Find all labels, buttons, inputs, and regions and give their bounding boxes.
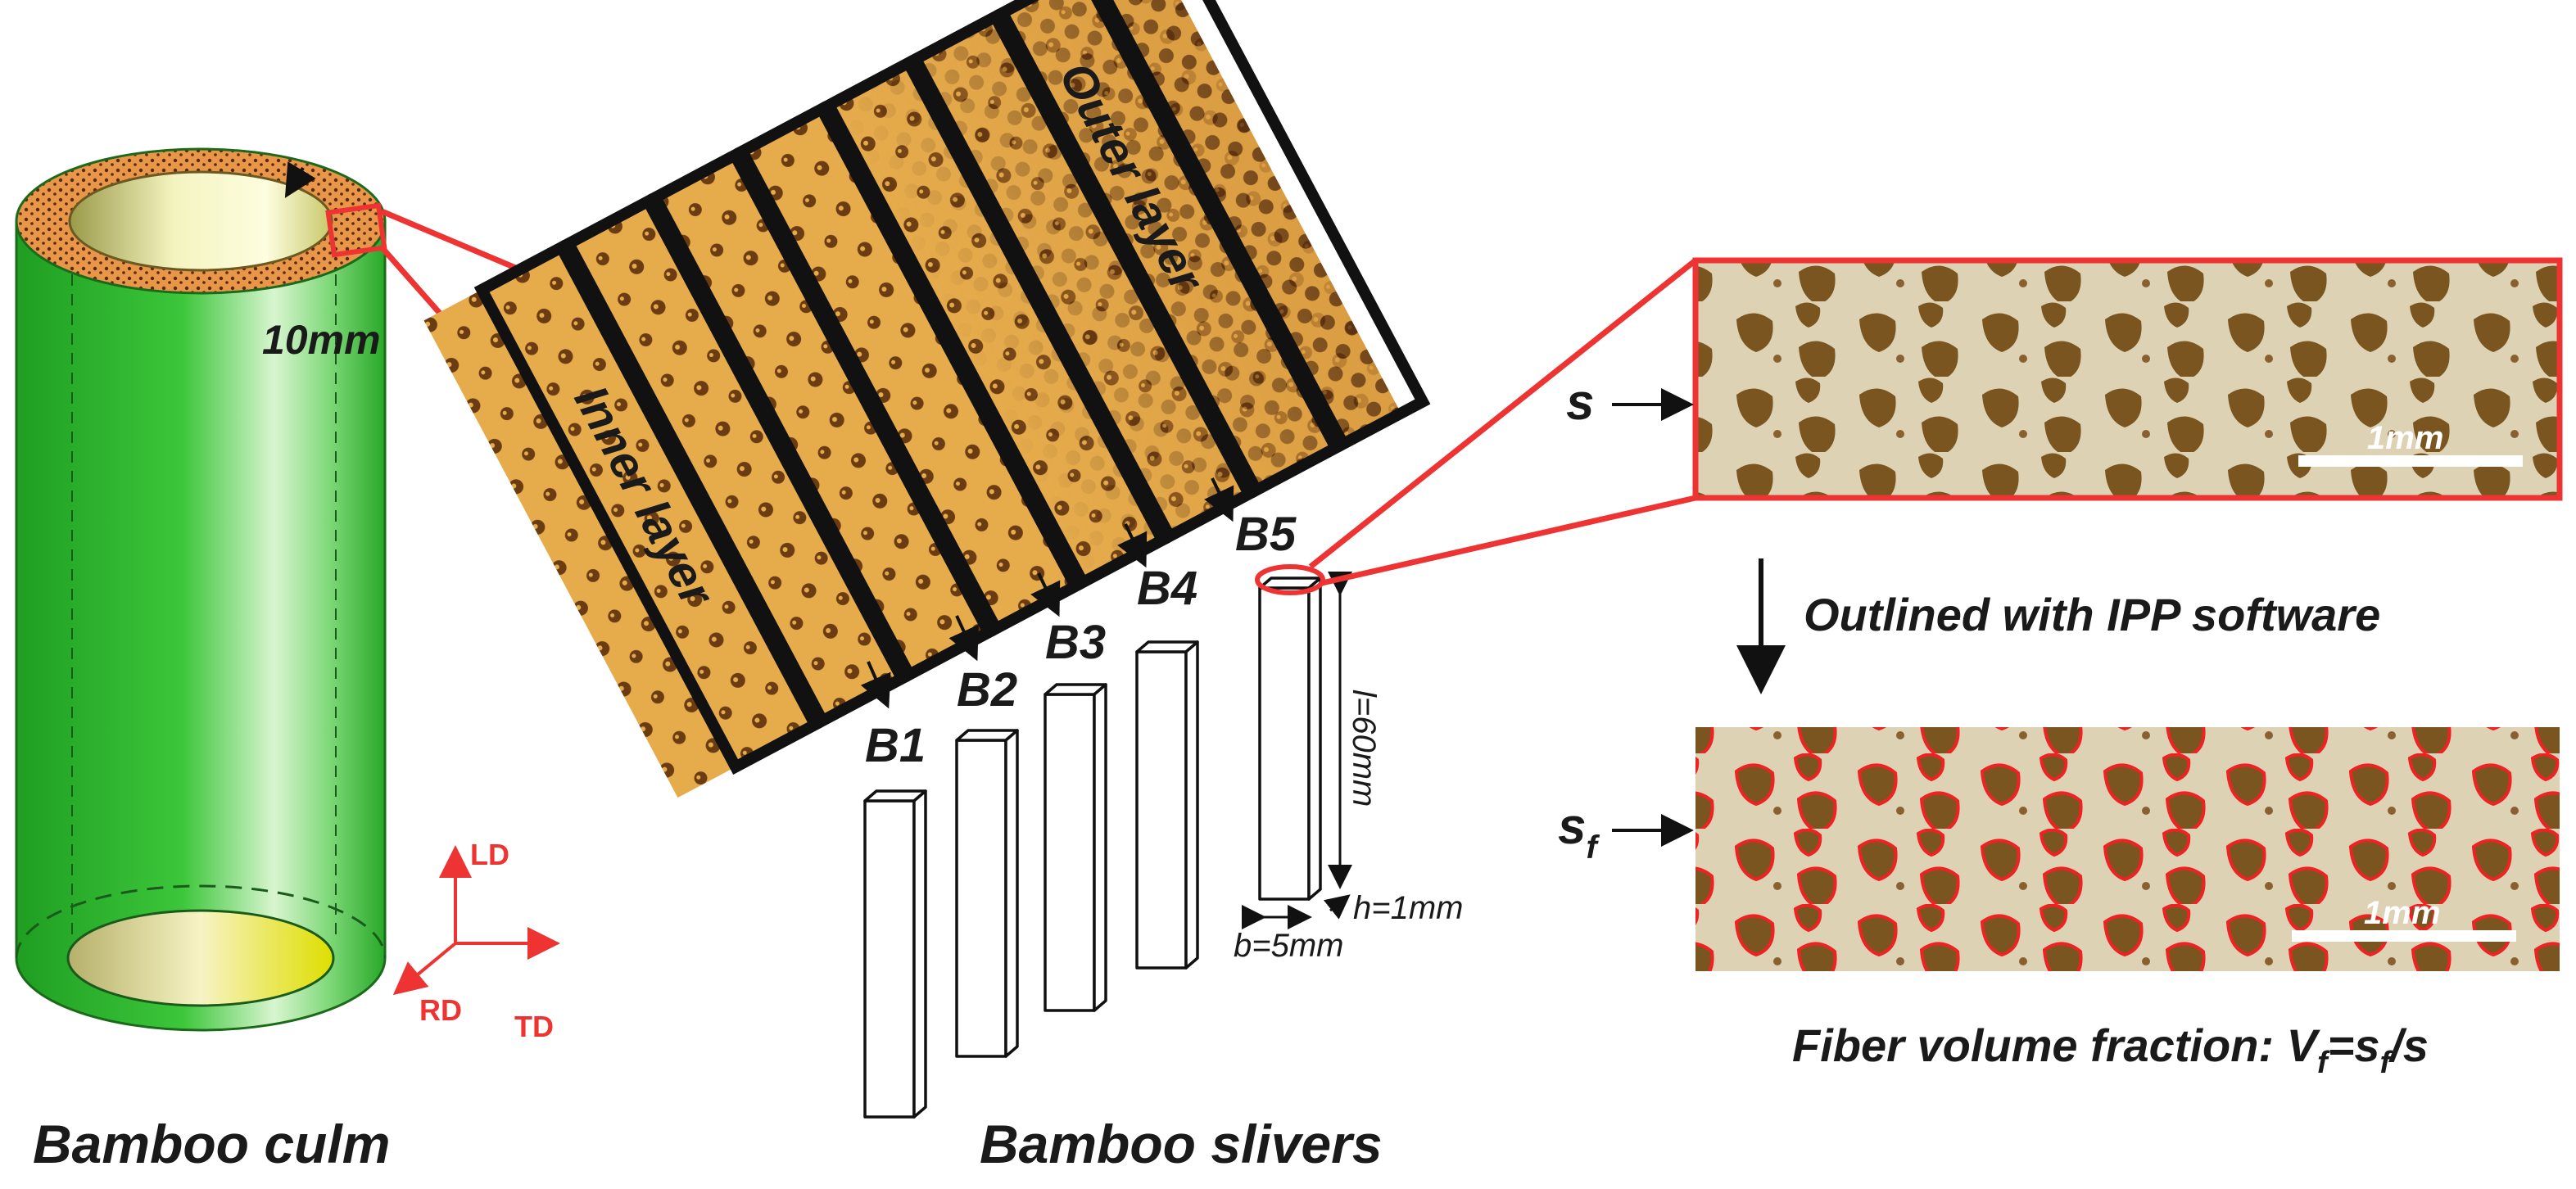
culm-thickness-label: 10mm <box>262 317 381 363</box>
sliver-b3-side <box>1093 683 1107 1012</box>
sliver-b5 <box>1258 576 1322 901</box>
sliver-b3-front <box>1044 693 1096 1012</box>
micro-sf-sub: f <box>1586 830 1600 866</box>
scale-label-top: 1mm <box>2367 420 2443 456</box>
sliver-label-b3: B3 <box>1045 616 1106 669</box>
scale-bar-bottom <box>2292 930 2516 942</box>
culm-bottom-hole <box>66 909 335 1007</box>
sliver-b2-side <box>1004 729 1019 1058</box>
coordinate-axes <box>392 845 560 996</box>
sliver-b1-side <box>912 789 927 1119</box>
scale-label-bottom: 1mm <box>2364 895 2440 931</box>
culm-body <box>15 219 387 1032</box>
sliver-length-label: l=60mm <box>1346 689 1382 807</box>
axis-label-ld: LD <box>470 838 509 871</box>
sliver-b5-front <box>1258 586 1311 901</box>
culm-caption: Bamboo culm <box>33 1114 390 1174</box>
strip-arrow-b3 <box>1030 572 1061 617</box>
slice-strip-7 <box>994 0 1344 498</box>
sliver-label-b4: B4 <box>1137 562 1197 615</box>
culm-sample-box <box>325 202 387 258</box>
thickness-dimension-line <box>1323 894 1351 920</box>
sliver-b1 <box>863 789 927 1119</box>
sliver-b4 <box>1135 640 1199 970</box>
zoom-line-micro-top <box>1308 258 1698 569</box>
micrograph-outlined: 1mm <box>1695 727 2560 971</box>
strip-arrow-b4 <box>1117 523 1148 568</box>
formula-sub2: f <box>2380 1046 2393 1080</box>
sliver-label-b2: B2 <box>957 663 1017 717</box>
sliver-label-b5: B5 <box>1235 508 1297 561</box>
micro-sf-label: sf <box>1558 798 1600 866</box>
sliver-thickness-label: h=1mm <box>1353 890 1464 926</box>
slice-strip-8 <box>1081 0 1431 452</box>
sliver-labels: B1 B2 B3 B4 B5 <box>865 508 1297 772</box>
micro-sf-main: s <box>1558 798 1586 855</box>
zoom-line-micro-bottom <box>1321 495 1696 586</box>
sliver-b3 <box>1044 683 1107 1012</box>
axis-label-rd: RD <box>419 993 462 1027</box>
scale-bar-top <box>2298 455 2523 467</box>
sliver-dimensions <box>1242 572 1352 929</box>
formula-sub1: f <box>2317 1046 2330 1080</box>
culm-inner-hidden-edge <box>15 884 387 959</box>
axis-label-td: TD <box>514 1010 554 1043</box>
formula-suffix: /s <box>2388 1019 2429 1071</box>
strip-arrow-b5 <box>1204 477 1234 522</box>
strip-arrows <box>860 477 1234 709</box>
bamboo-culm: 10mm <box>15 147 387 1032</box>
slivers-caption: Bamboo slivers <box>980 1114 1383 1174</box>
culm-thickness-arrow <box>284 161 316 198</box>
sliver-label-b1: B1 <box>865 719 926 772</box>
axis-rd <box>392 942 457 996</box>
sliver-b4-side <box>1184 640 1199 970</box>
slice-strip-1 <box>473 239 823 775</box>
sliver-width-label: b=5mm <box>1234 928 1344 964</box>
sliver-b2-front <box>955 739 1007 1058</box>
micro-s-label: s <box>1566 374 1594 431</box>
sliver-b1-front <box>863 799 916 1119</box>
micrograph-original: 1mm <box>1692 257 2563 501</box>
process-label: Outlined with IPP software <box>1804 589 2380 640</box>
sliver-b4-front <box>1135 650 1188 970</box>
formula-eq: =s <box>2328 1019 2380 1071</box>
bamboo-slivers <box>863 576 1322 1119</box>
sliver-b5-side <box>1307 576 1322 901</box>
strip-arrow-b1 <box>860 661 891 709</box>
formula-prefix: Fiber volume fraction: V <box>1792 1019 2321 1071</box>
slice-outer-density <box>423 0 1401 798</box>
strip-arrow-b2 <box>948 615 979 662</box>
fiber-volume-formula: Fiber volume fraction: Vf=sf/s <box>1792 1019 2429 1080</box>
sliver-b5-highlight <box>1255 564 1325 595</box>
sliver-b2 <box>955 729 1019 1058</box>
